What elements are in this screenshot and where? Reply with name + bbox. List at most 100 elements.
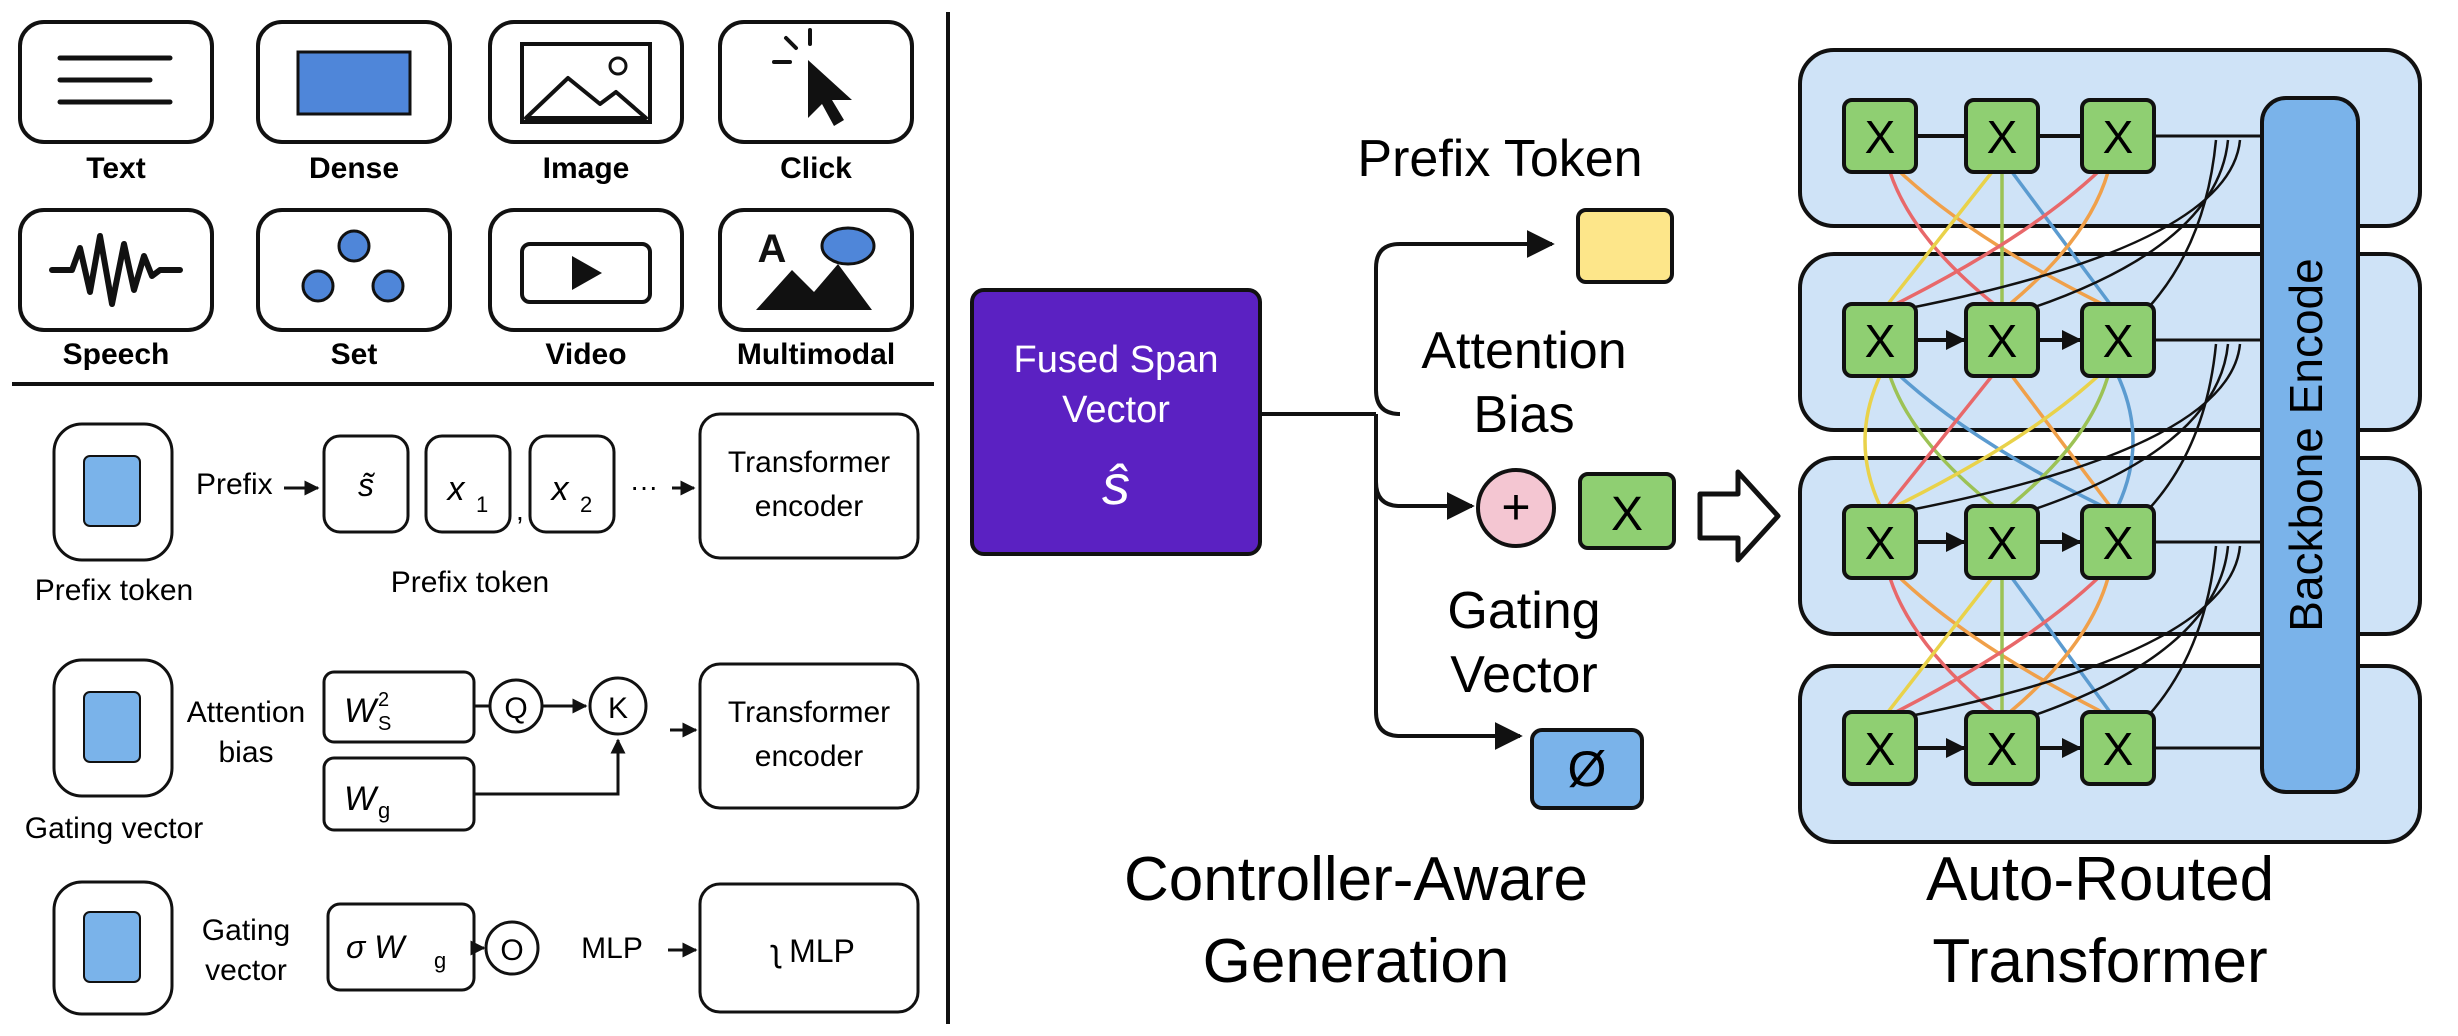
skip-curve <box>2031 139 2230 310</box>
gating-vector-line1: Gating <box>1447 582 1600 640</box>
attention-encoder-line2: encoder <box>755 740 863 773</box>
skip-curve <box>2147 139 2218 309</box>
transformer-node-label: X <box>1865 723 1896 775</box>
attention-bias-line2: Bias <box>1473 386 1574 444</box>
transformer-node: X <box>2080 710 2156 786</box>
backbone-encode-bar <box>2260 96 2360 794</box>
fused-line1: Fused Span <box>1014 339 1219 381</box>
token-x2-sub: 2 <box>580 492 592 517</box>
attention-label-line1: Attention <box>187 696 305 729</box>
token-box-x1 <box>424 434 512 534</box>
skip-curve <box>2147 545 2218 717</box>
controller-title-line1: Controller-Aware <box>1124 845 1588 914</box>
transformer-node: X <box>1842 504 1918 580</box>
modality-image: Image <box>488 20 684 185</box>
mlp-box <box>698 882 920 1014</box>
transformer-node-box <box>2080 302 2156 378</box>
routing-curve <box>2010 576 2112 714</box>
routing-curve <box>1886 374 1994 508</box>
transformer-node-box <box>2080 504 2156 580</box>
modality-label-speech: Speech <box>63 338 170 371</box>
attention-x-box <box>1578 472 1676 550</box>
transformer-node: X <box>1964 302 2040 378</box>
wg-sub: g <box>378 798 390 823</box>
fused-symbol: ŝ <box>1102 453 1130 516</box>
modality-click: Click <box>718 20 914 185</box>
plus-node <box>1476 468 1556 548</box>
dense-block-icon <box>296 50 412 116</box>
routing-curve <box>2116 375 2135 507</box>
modality-label-text: Text <box>86 152 145 185</box>
skip-curve <box>2031 343 2230 512</box>
prefix-label: Prefix <box>196 468 273 501</box>
transformer-node-label: X <box>1987 517 2018 569</box>
k-label: K <box>608 692 628 725</box>
transformer-node-box <box>2080 98 2156 174</box>
routing-curve <box>2010 170 2112 306</box>
transformer-node-label: X <box>1987 111 2018 163</box>
gating-label-line1: Gating <box>202 914 290 947</box>
svg-text:A: A <box>758 227 787 271</box>
transformer-node: X <box>1842 302 1918 378</box>
fused-line2: Vector <box>1062 389 1170 431</box>
multimodal-icon: A <box>756 226 876 310</box>
attention-encoder-line1: Transformer <box>728 696 890 729</box>
transformer-node-label: X <box>1865 315 1896 367</box>
routing-curve <box>1898 374 2103 508</box>
transformer-node-label: X <box>1865 111 1896 163</box>
transformer-node: X <box>1842 98 1918 174</box>
transformer-node-label: X <box>1865 517 1896 569</box>
dot-set-icon <box>301 229 405 303</box>
transformer-node: X <box>1964 98 2040 174</box>
modality-multimodal: A Multimodal <box>718 208 914 371</box>
routing-curve <box>2008 577 2110 714</box>
modality-label-multimodal: Multimodal <box>737 338 895 371</box>
attention-bias-line1: Attention <box>1421 322 1626 380</box>
transformer-node: X <box>2080 98 2156 174</box>
token-box-s <box>322 434 410 534</box>
skip-curve <box>1909 139 2242 310</box>
gating-vector-caption: Gating vector <box>25 812 203 845</box>
token-comma: , <box>516 495 524 526</box>
modality-text: Text <box>18 20 214 185</box>
transformer-node: X <box>2080 504 2156 580</box>
prefix-encoder-line1: Transformer <box>728 446 890 479</box>
gating-label-line2: vector <box>205 954 287 987</box>
transformer-node-label: X <box>2103 315 2134 367</box>
gating-phi-label: Ø <box>1568 741 1607 797</box>
ws-main: W <box>344 692 379 730</box>
controller-section: Fused Span Vector ŝ Prefix Token Attenti… <box>970 130 1676 996</box>
token-box-x2 <box>528 434 616 534</box>
prefix-sub-caption: Prefix token <box>391 566 549 599</box>
transformer-node-box <box>1842 98 1918 174</box>
routing-curve <box>2010 374 2112 508</box>
routing-curve <box>1863 375 1882 507</box>
routing-curve <box>1888 171 1996 306</box>
modality-label-click: Click <box>780 152 852 185</box>
routing-curve <box>1886 170 1994 306</box>
transformer-node-box <box>1964 302 2040 378</box>
routing-edges <box>1863 134 2262 758</box>
attention-row: Gating vector Attention bias W 2 S W g Q… <box>25 658 920 845</box>
gating-row: Gating vector σ W g O MLP ʅ MLP <box>52 880 920 1016</box>
routing-curve <box>2008 375 2110 508</box>
controller-title-line2: Generation <box>1203 927 1510 996</box>
modality-dense: Dense <box>256 20 452 185</box>
sigma-sub: g <box>434 948 446 973</box>
attention-label-line2: bias <box>218 736 273 769</box>
token-x1-sub: 1 <box>476 492 488 517</box>
transformer-node-label: X <box>2103 723 2134 775</box>
routing-curve <box>1895 576 2100 714</box>
attention-x-label: X <box>1611 488 1643 541</box>
token-s-label: s̃ <box>358 467 375 503</box>
transformer-node: X <box>1964 710 2040 786</box>
transformer-node-label: X <box>2103 111 2134 163</box>
video-play-icon <box>520 242 652 304</box>
o-node <box>484 920 540 976</box>
plus-label: + <box>1501 479 1530 535</box>
routing-curve <box>1888 577 1996 714</box>
routing-curve <box>1888 375 1996 508</box>
transformer-node-box <box>1964 710 2040 786</box>
transformer-node-box <box>1842 504 1918 580</box>
transformer-title-line1: Auto-Routed <box>1926 845 2274 914</box>
